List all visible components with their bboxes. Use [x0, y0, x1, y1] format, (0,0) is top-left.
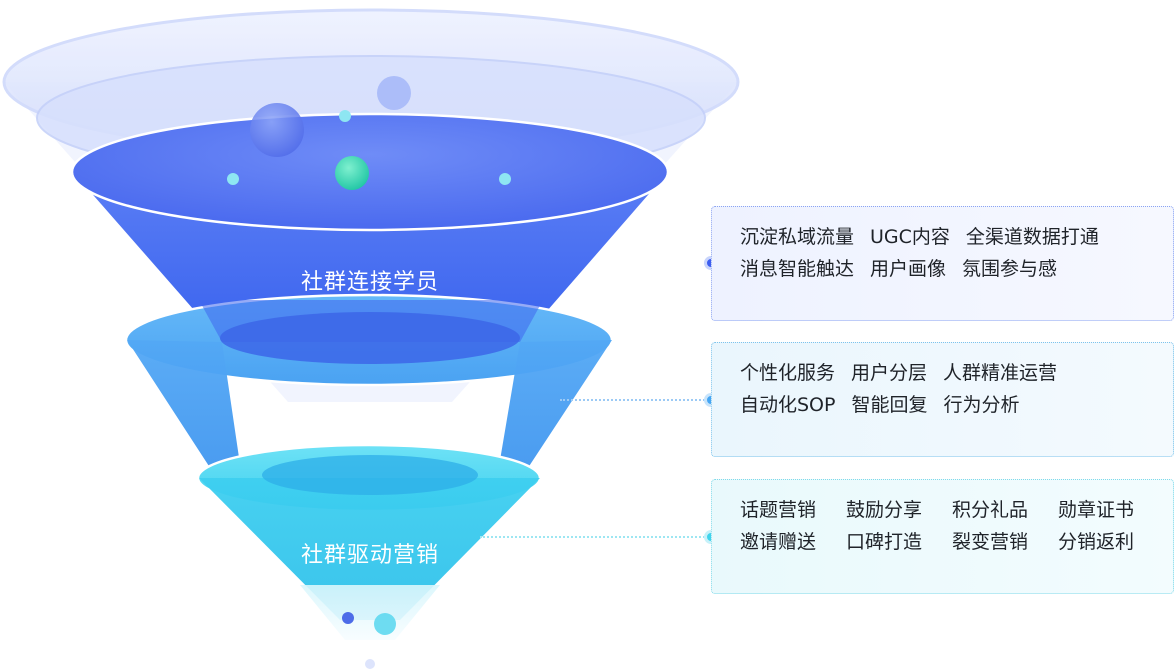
feature-item: 勋章证书	[1058, 499, 1135, 521]
stage-2-hole	[220, 312, 520, 364]
feature-item: 裂变营销	[952, 531, 1029, 553]
feature-row: 话题营销 鼓励分享 积分礼品 勋章证书	[740, 494, 1173, 526]
stage-3-cone	[199, 478, 540, 620]
stage-2-cone	[127, 340, 612, 480]
particle-bubble	[374, 613, 396, 635]
feature-item: 沉淀私域流量	[740, 226, 855, 248]
feature-item: 氛围参与感	[962, 258, 1058, 280]
stage-3-feature-box: 话题营销 鼓励分享 积分礼品 勋章证书 邀请赠送 口碑打造 裂变营销 分销返利	[711, 479, 1174, 594]
feature-item: 鼓励分享	[846, 499, 923, 521]
feature-row: 沉淀私域流量 UGC内容 全渠道数据打通	[740, 221, 1173, 253]
feature-item: 积分礼品	[952, 499, 1029, 521]
feature-item: 自动化SOP	[740, 394, 836, 416]
particle-dot	[227, 173, 239, 185]
feature-item: 用户画像	[870, 258, 947, 280]
particle-dot	[342, 612, 354, 624]
feature-row: 消息智能触达 用户画像 氛围参与感	[740, 253, 1173, 285]
feature-item: 邀请赠送	[740, 531, 817, 553]
feature-item: 分销返利	[1058, 531, 1135, 553]
particle-bubble	[250, 103, 304, 157]
stage-1-label: 社群连接学员	[300, 270, 439, 295]
particle-green	[335, 156, 369, 190]
feature-row: 自动化SOP 智能回复 行为分析	[740, 389, 1173, 421]
stage-1-top	[70, 112, 670, 232]
stage-2-connector	[560, 399, 708, 401]
stage-3-label: 社群驱动营销	[300, 543, 439, 568]
feature-item: 用户分层	[851, 362, 928, 384]
feature-item: 智能回复	[851, 394, 928, 416]
feature-item: 行为分析	[943, 394, 1020, 416]
stage-2-feature-box: 个性化服务 用户分层 人群精准运营 自动化SOP 智能回复 行为分析	[711, 342, 1174, 457]
stage-1-connector	[590, 262, 708, 264]
feature-item: 人群精准运营	[943, 362, 1058, 384]
particle-dot	[499, 173, 511, 185]
stage-3-connector	[480, 536, 708, 538]
feature-item: 个性化服务	[740, 362, 836, 384]
stage-1-feature-box: 沉淀私域流量 UGC内容 全渠道数据打通 消息智能触达 用户画像 氛围参与感	[711, 206, 1174, 321]
particle-bubble	[377, 76, 411, 110]
stage-3-hole	[262, 455, 478, 495]
particle-dot	[339, 110, 351, 122]
funnel-tip	[300, 585, 440, 640]
feature-row: 个性化服务 用户分层 人群精准运营	[740, 357, 1173, 389]
feature-item: 消息智能触达	[740, 258, 855, 280]
feature-item: 全渠道数据打通	[965, 226, 1099, 248]
feature-item: UGC内容	[870, 226, 950, 248]
stage-2-label: 社群构建服务	[300, 423, 439, 448]
feature-row: 邀请赠送 口碑打造 裂变营销 分销返利	[740, 526, 1173, 558]
feature-item: 话题营销	[740, 499, 817, 521]
feature-item: 口碑打造	[846, 531, 923, 553]
particle-dot	[365, 659, 375, 669]
